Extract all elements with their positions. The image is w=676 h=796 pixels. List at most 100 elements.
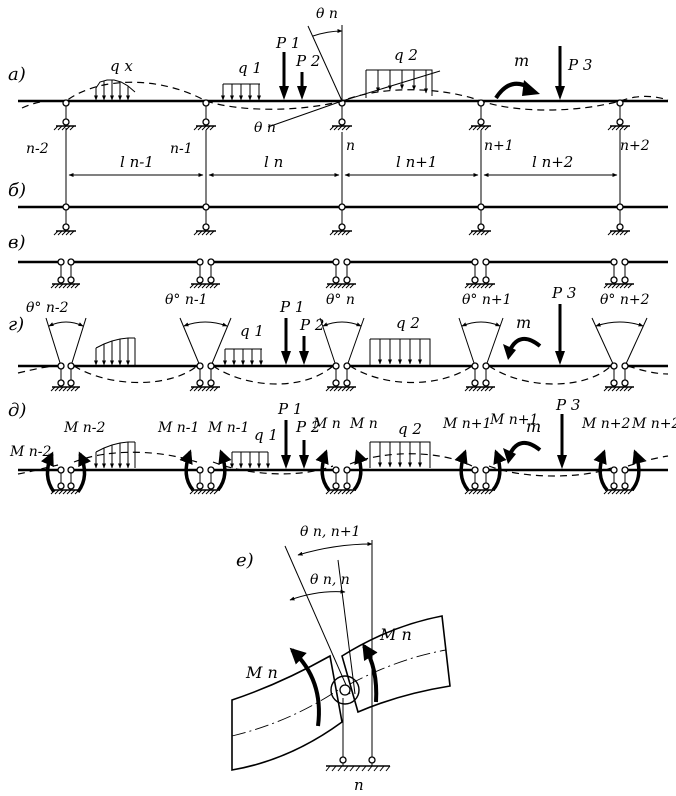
deflection-curve-d	[17, 451, 669, 477]
label-P1-d: P 1	[277, 400, 302, 418]
load-P3-d: P 3	[555, 396, 580, 469]
label-m-d: m	[526, 417, 541, 436]
label-q2-a: q 2	[394, 46, 418, 64]
support-pair-n+2-v	[603, 258, 634, 289]
label-P3-d: P 3	[555, 396, 580, 414]
label-theta0-n: θ° n	[326, 292, 355, 308]
load-q1-a: q 1	[221, 59, 262, 101]
label-M-n+2-right: M n+2	[631, 416, 676, 432]
angle-v-n+2	[591, 317, 648, 367]
label-theta-n-n: θ n, n	[310, 572, 350, 588]
load-P3-g: P 3	[551, 284, 576, 365]
support-pair-n-v	[325, 258, 356, 289]
supports-a	[53, 99, 630, 131]
node-label-n: n	[346, 138, 355, 154]
label-M-n-2-left: M n-2	[9, 444, 52, 460]
span-label-l-n: l n	[264, 153, 283, 171]
double-supports-g	[50, 362, 634, 392]
label-M-n-1-left: M n-1	[157, 420, 199, 436]
angle-v-n-2	[45, 317, 87, 367]
moments-e: M n M n	[245, 625, 412, 727]
label-q2-g: q 2	[396, 314, 420, 332]
support-moments-d: M n-2 M n-2 M n-1 M n-1 M n M n M n+1 M …	[9, 412, 676, 494]
label-m-a: m	[514, 51, 529, 70]
row-e-label: е)	[236, 550, 254, 571]
angle-v-n-1	[179, 317, 232, 367]
label-theta0-n-2: θ° n-2	[26, 300, 69, 316]
label-theta0-n+2: θ° n+2	[600, 292, 650, 308]
label-M-n-right: M n	[349, 416, 378, 432]
row-d: д) M n-	[8, 396, 676, 495]
support-n+1-b	[468, 203, 491, 236]
support-pair-n+1-d	[464, 466, 495, 495]
span-label-l-n+2: l n+2	[532, 153, 573, 171]
label-q1-d: q 1	[254, 426, 278, 444]
support-pair-n-1-g	[189, 362, 220, 392]
angle-arcs-e: θ n, n+1 θ n, n	[289, 524, 373, 601]
label-M-n+2-left: M n+2	[581, 416, 631, 432]
label-M-n-left-e: M n	[245, 663, 278, 682]
label-M-n+1-right: M n+1	[489, 412, 538, 428]
support-pair-n+1-g	[464, 362, 495, 392]
node-label-n-2: n-2	[26, 141, 49, 157]
deflection-curve-a	[21, 81, 669, 111]
row-a: а)	[8, 6, 669, 157]
span-label-l-n+1: l n+1	[396, 153, 437, 171]
label-P3-a: P 3	[567, 56, 592, 74]
support-n+1-a	[468, 99, 491, 131]
moment-m-a: m	[494, 51, 540, 100]
node-label-n+1: n+1	[484, 138, 514, 154]
span-label-l-n-1: l n-1	[120, 153, 154, 171]
rotation-angle-n-a: θ n θ n	[254, 6, 441, 136]
load-P1-a: P 1	[275, 34, 300, 100]
label-M-n-right-e: M n	[379, 625, 412, 644]
load-P2-g: P 2	[299, 316, 324, 365]
label-M-n+1-left: M n+1	[442, 416, 491, 432]
supports-b	[53, 203, 630, 236]
label-P1-g: P 1	[279, 298, 304, 316]
label-P2-g: P 2	[299, 316, 324, 334]
support-pair-n-2-v	[50, 258, 80, 289]
label-q1-g: q 1	[240, 322, 264, 340]
load-q1-d: q 1	[230, 426, 278, 469]
left-beam-segment	[231, 654, 343, 771]
angle-v-n	[319, 317, 365, 367]
node-label-n-1: n-1	[170, 141, 193, 157]
support-n-2-a	[53, 99, 76, 131]
hinge-n-e: n	[325, 675, 391, 794]
support-n-1-b	[193, 203, 216, 236]
support-n-1-a	[193, 99, 216, 131]
moment-m-g: m	[503, 313, 542, 360]
support-pair-n-1-d	[189, 466, 220, 495]
reference-lines-e	[284, 540, 373, 766]
row-v: в)	[8, 232, 668, 289]
support-pair-n-g	[325, 362, 356, 392]
support-pair-n-2-g	[50, 362, 80, 392]
label-theta-n-low: θ n	[254, 120, 276, 136]
load-q1-g: q 1	[223, 322, 264, 366]
label-P2-a: P 2	[295, 52, 320, 70]
deflection-curve-g	[17, 365, 669, 385]
row-g: г)	[8, 284, 669, 392]
moment-m-d: m	[503, 417, 542, 464]
load-q2-g: q 2	[369, 314, 431, 365]
support-n+2-a	[607, 99, 630, 131]
load-q2-d: q 2	[369, 420, 431, 468]
support-pair-n-1-v	[189, 258, 220, 289]
label-P3-g: P 3	[551, 284, 576, 302]
load-P1-g: P 1	[279, 298, 304, 365]
label-theta0-n-1: θ° n-1	[165, 292, 208, 308]
row-e-detail: е) θ n, n+1 θ n, n	[231, 524, 451, 794]
label-theta0-n+1: θ° n+1	[462, 292, 512, 308]
label-m-g: m	[516, 313, 531, 332]
support-pair-n+1-v	[464, 258, 495, 289]
right-beam-segment	[341, 615, 451, 714]
support-n-2-b	[53, 203, 76, 236]
load-P3-a: P 3	[555, 46, 592, 100]
label-theta-n-n1: θ n, n+1	[300, 524, 360, 540]
support-pair-n+2-g	[603, 362, 634, 392]
angle-v-n+1	[458, 317, 504, 367]
support-pair-n+2-d	[603, 466, 634, 495]
row-a-label: а)	[8, 64, 26, 85]
load-qx-d	[94, 441, 136, 469]
